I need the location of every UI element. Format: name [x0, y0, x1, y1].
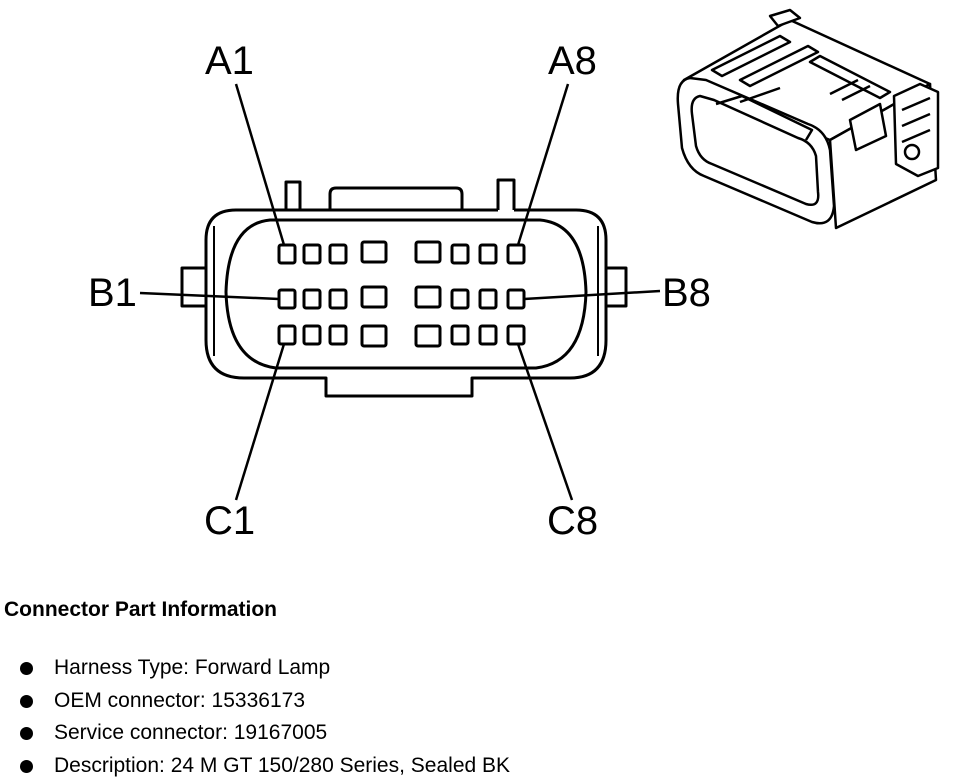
pin-b8: [506, 288, 526, 310]
pin-labels: A1 A8 B1 B8 C1 C8: [88, 39, 711, 543]
label-b8: B8: [662, 271, 711, 315]
label-a1: A1: [205, 39, 254, 83]
bullet-icon: [20, 694, 33, 708]
info-item-text: Service connector: 19167005: [54, 721, 328, 744]
pin-b2: [302, 288, 322, 310]
info-item-text: Harness Type: Forward Lamp: [54, 656, 331, 679]
info-item-text: OEM connector: 15336173: [54, 688, 305, 712]
connector-part-information: Connector Part Information Harness Type:…: [4, 596, 944, 782]
connector-face-diagram: A1 A8 B1 B8 C1 C8: [88, 8, 940, 543]
bullet-icon: [20, 759, 33, 773]
info-item-oem-connector: OEM connector: 15336173: [20, 685, 944, 718]
connector-face: [180, 178, 628, 398]
leader-a1: [234, 83, 286, 246]
pin-c3: [328, 324, 348, 346]
pin-cavities: [277, 240, 526, 348]
leader-lines: [139, 83, 661, 501]
pin-c5: [414, 324, 442, 348]
pin-b7: [478, 288, 498, 310]
label-a8: A8: [548, 39, 597, 83]
pin-b1: [277, 288, 297, 310]
label-c8: C8: [547, 499, 598, 543]
bullet-icon: [20, 662, 33, 675]
pin-c1: [277, 324, 297, 346]
pin-c7: [478, 324, 498, 346]
pin-a4: [360, 240, 388, 264]
leader-b8: [523, 289, 661, 301]
pin-a3: [328, 243, 348, 265]
pin-b3: [328, 288, 348, 310]
leader-c8: [516, 343, 574, 501]
pin-c4: [360, 324, 388, 348]
leader-c1: [234, 343, 286, 501]
pin-a2: [302, 243, 322, 265]
pin-b6: [450, 288, 470, 310]
leader-a8: [516, 83, 570, 246]
pin-c8: [506, 324, 526, 346]
info-item-service-connector: Service connector: 19167005: [20, 717, 944, 750]
info-title: Connector Part Information: [4, 598, 278, 621]
pin-b4: [360, 285, 388, 309]
pin-b5: [414, 285, 442, 309]
info-item-text: Description: 24 M GT 150/280 Series, Sea…: [54, 753, 511, 777]
pin-a1: [277, 243, 297, 265]
pin-a6: [450, 243, 470, 265]
pin-a7: [478, 243, 498, 265]
info-list: Harness Type: Forward Lamp OEM connector…: [4, 652, 944, 782]
leader-b1: [139, 291, 280, 301]
label-c1: C1: [204, 499, 255, 543]
pin-c6: [450, 324, 470, 346]
label-b1: B1: [88, 271, 137, 315]
bullet-icon: [20, 727, 33, 740]
info-item-description: Description: 24 M GT 150/280 Series, Sea…: [20, 750, 944, 783]
connector-3d-illustration: [676, 8, 940, 230]
pin-c2: [302, 324, 322, 346]
pin-a8: [506, 243, 526, 265]
pin-a5: [414, 240, 442, 264]
info-item-harness-type: Harness Type: Forward Lamp: [20, 652, 944, 685]
